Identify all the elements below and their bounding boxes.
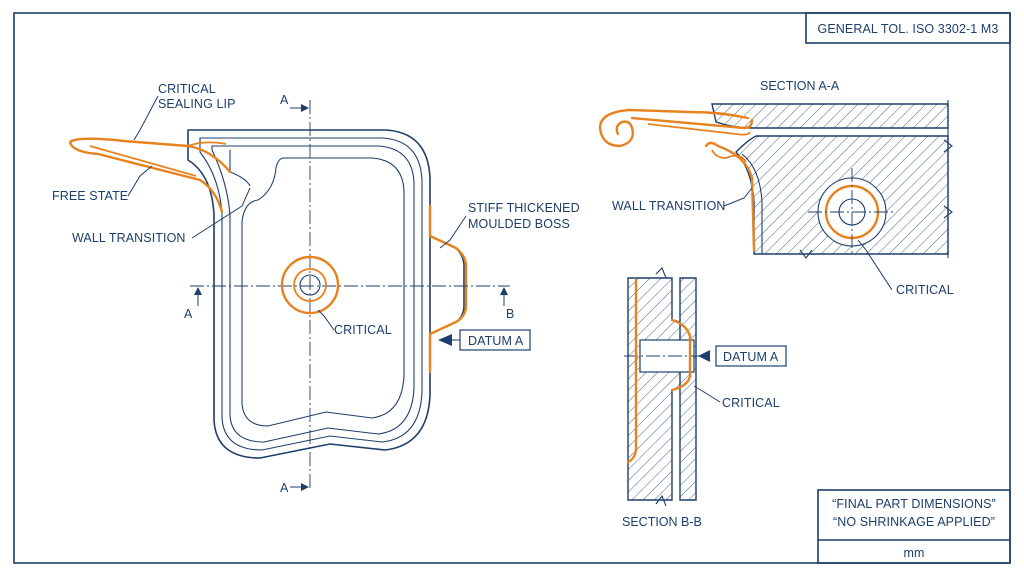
housing-inner-outline-2 [211,145,415,443]
section-a-label-wall-transition: WALL TRANSITION [612,199,726,213]
label-wall-transition: WALL TRANSITION [72,231,186,245]
housing-outer-outline [187,129,431,459]
section-b-b-title: SECTION B-B [622,515,702,529]
section-b-label-critical: CRITICAL [722,396,780,410]
tolerance-note: GENERAL TOL. ISO 3302-1 M3 [818,22,999,36]
section-a-label-critical: CRITICAL [896,283,954,297]
label-free-state: FREE STATE [52,189,128,203]
section-a-top-flange [711,103,949,129]
critical-sealing-lip [68,137,232,214]
label-stiff-thickened: STIFF THICKENED [468,201,580,215]
section-mark-a-bottom: A [280,481,289,495]
housing-inner-outline-1 [199,137,423,451]
section-a-lip-inner [647,123,751,136]
section-b-critical-edge [626,278,638,464]
main-view: A A A B CRITICAL SEALING LIP FREE STATE … [52,82,580,495]
note-final-part-dimensions: “FINAL PART DIMENSIONS” [832,497,996,511]
section-b-right-wall [679,277,697,501]
units-label: mm [903,546,924,560]
section-mark-a-left: A [184,307,193,321]
sealing-lip-free-state-line [89,145,197,177]
section-mark-a-top: A [280,93,289,107]
central-boss-inner-ring [293,268,327,302]
drawing-border [13,12,1011,564]
section-b-label-datum-a: DATUM A [723,350,779,364]
section-a-a-view: SECTION A-A WALL TRANSITION CRITICAL [598,79,954,297]
tolerance-note-box: GENERAL TOL. ISO 3302-1 M3 [805,12,1011,44]
section-a-a-title: SECTION A-A [760,79,840,93]
section-a-critical-lip [598,108,754,148]
label-datum-a: DATUM A [468,334,524,348]
label-critical: CRITICAL [158,82,216,96]
inner-cavity-outline [241,157,405,427]
dimension-note-box: “FINAL PART DIMENSIONS” “NO SHRINKAGE AP… [817,489,1011,564]
central-boss-bore [299,274,321,296]
label-central-critical: CRITICAL [334,323,392,337]
section-a-wall-transition-edge [704,141,756,252]
sealing-lip-upper [187,141,227,147]
label-moulded-boss: MOULDED BOSS [468,217,570,231]
moulded-boss-orange-edge [428,204,468,374]
section-b-b-view: DATUM A CRITICAL SECTION B-B [622,267,787,529]
note-no-shrinkage: “NO SHRINKAGE APPLIED” [833,515,995,529]
wall-transition-curve [229,150,251,187]
central-boss-outer-ring [280,255,340,315]
section-mark-b-right: B [506,307,514,321]
label-sealing-lip: SEALING LIP [158,97,236,111]
